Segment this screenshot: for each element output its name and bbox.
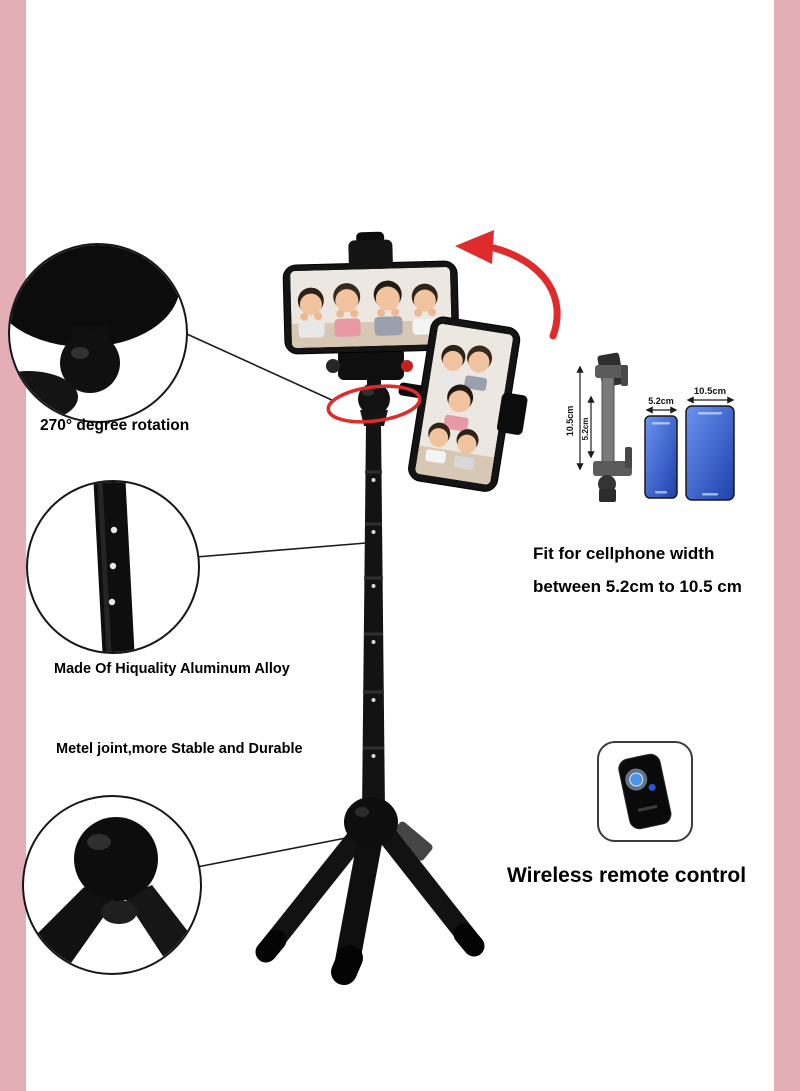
tripod [255,797,485,985]
clamp-min-dimension: 5.2cm [581,418,590,441]
left-border-bar [0,0,26,1091]
phone-small-illustration [644,415,678,499]
callout-connector-lines [177,329,367,868]
rotation-label: 270° degree rotation [40,417,190,434]
telescopic-pole [362,424,385,812]
fit-width-line1: Fit for cellphone width [533,544,715,563]
tripod-latch [390,821,433,861]
aluminum-label: Made Of Hiquality Aluminum Alloy [54,661,290,677]
phone-large-illustration [685,405,735,501]
fit-width-line2: between 5.2cm to 10.5 cm [533,577,742,596]
remote-label: Wireless remote control [507,864,747,887]
clamp-height-dimension: 10.5cm [565,406,575,437]
clamp-diagram [593,352,632,502]
phone-portrait [408,316,528,492]
phone-large-width-dimension: 10.5cm [694,386,726,397]
rotation-highlight-ellipse [326,384,422,424]
joint-closeup-circle [22,795,202,975]
rotation-arrow [455,230,561,340]
phone-landscape [282,260,460,355]
pole-closeup [93,482,135,652]
phone-top-clamp [348,231,393,269]
ballhead-closeup [10,245,180,421]
remote-secondary-button [648,783,656,791]
ballhead-closeup-circle [8,243,188,423]
tripod-hub-ball [344,797,398,847]
mount-red-knob [401,360,413,372]
phone-landscape-photo [290,266,452,349]
joint-label: Metel joint,more Stable and Durable [56,741,303,757]
fit-width-label: Fit for cellphone width between 5.2cm to… [533,537,742,603]
remote-control-card [597,741,693,842]
right-border-bar [774,0,800,1091]
phone-width-examples [644,405,735,501]
phone-portrait-photo [414,323,514,486]
pole-closeup-circle [26,480,200,654]
dimension-lines [576,365,735,471]
wireless-remote-illustration [618,753,672,830]
portrait-phone-clamp [496,392,528,435]
phone-small-width-dimension: 5.2cm [648,396,674,406]
joint-closeup [24,817,200,973]
